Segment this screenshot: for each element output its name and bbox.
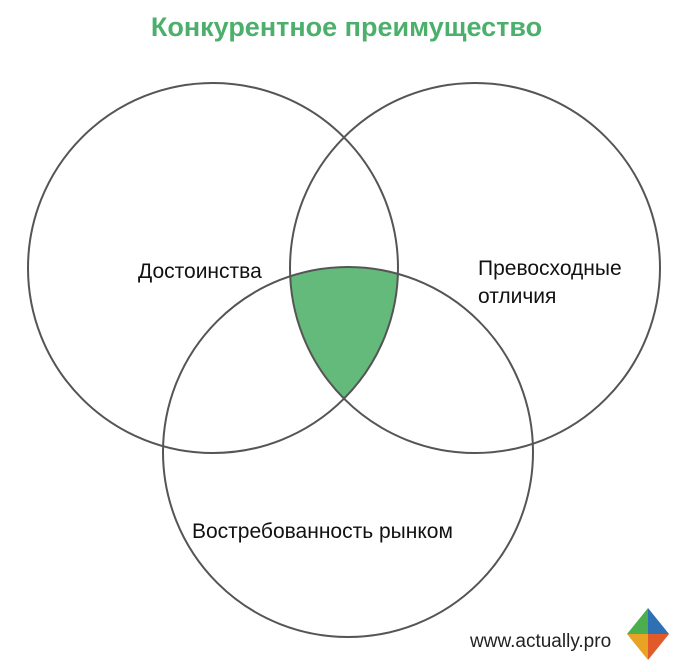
label-right-line2: отличия [478, 285, 556, 308]
circle-right [289, 82, 661, 454]
label-bottom: Востребованность рынком [192, 520, 453, 543]
label-left: Достоинства [138, 260, 262, 283]
circle-bottom [162, 266, 534, 638]
circle-left [27, 82, 399, 454]
diagram-title: Конкурентное преимущество [150, 12, 543, 42]
footer-url[interactable]: www.actually.pro [470, 631, 612, 652]
label-right-line1: Превосходные [478, 257, 622, 280]
logo-icon [627, 608, 669, 660]
